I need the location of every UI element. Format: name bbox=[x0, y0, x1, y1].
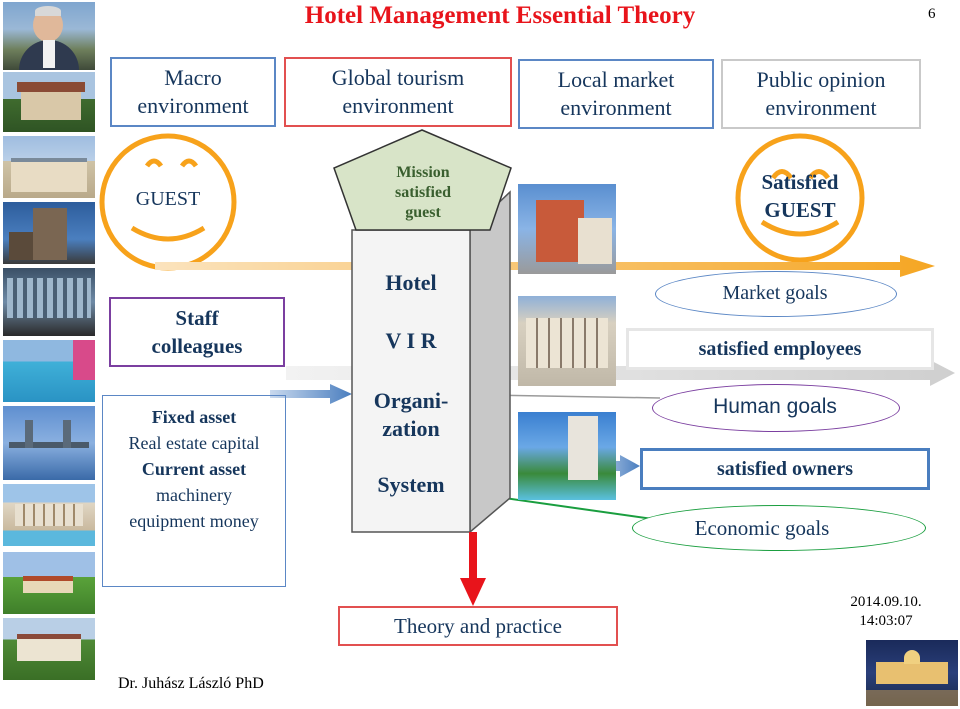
vir-label: V I R bbox=[385, 328, 437, 353]
organization-line-1: Organi- bbox=[373, 388, 449, 413]
economic-connector-line bbox=[489, 495, 661, 521]
staff-line-2: colleagues bbox=[151, 334, 243, 358]
theory-practice-label: Theory and practice bbox=[394, 613, 562, 638]
local-market-environment-box: Local market environment bbox=[518, 59, 714, 129]
timestamp-date: 2014.09.10. bbox=[850, 594, 922, 610]
timestamp: 2014.09.10. 14:03:07 bbox=[830, 592, 942, 632]
fixed-asset: Fixed asset bbox=[151, 407, 237, 427]
real-estate-capital: Real estate capital bbox=[128, 433, 260, 453]
author-label: Dr. Juhász László PhD bbox=[118, 675, 264, 692]
staff-line-1: Staff bbox=[175, 306, 219, 330]
photo-bridge bbox=[3, 406, 95, 480]
satisfied-employees-label: satisfied employees bbox=[698, 337, 862, 360]
asset-flow-arrow bbox=[270, 384, 352, 404]
satisfied-line-2: GUEST bbox=[764, 198, 836, 222]
system-label: System bbox=[377, 472, 445, 497]
page-number: 6 bbox=[928, 6, 936, 22]
satisfied-guest-text: Satisfied GUEST bbox=[740, 166, 860, 226]
guest-label: GUEST bbox=[135, 188, 201, 210]
assets-box: Fixed asset Real estate capital Current … bbox=[102, 395, 286, 587]
mission-line-1: Mission bbox=[396, 164, 450, 181]
photo-tower-hotel bbox=[3, 202, 95, 264]
photo-modern-building bbox=[3, 268, 95, 336]
connector-line bbox=[489, 394, 661, 399]
photo-manor bbox=[3, 618, 95, 680]
global-line-2: environment bbox=[342, 93, 454, 118]
macro-line-2: environment bbox=[137, 93, 249, 118]
current-asset: Current asset bbox=[141, 459, 247, 479]
mission-line-2: satisfied bbox=[395, 184, 451, 201]
market-goals-ellipse bbox=[655, 271, 897, 317]
global-line-1: Global tourism bbox=[331, 65, 465, 90]
organization-line-2: zation bbox=[382, 416, 440, 441]
portrait-photo bbox=[3, 2, 95, 70]
public-line-1: Public opinion bbox=[756, 67, 886, 92]
photo-parliament-night bbox=[866, 640, 958, 706]
equipment-money: equipment money bbox=[129, 511, 259, 531]
macro-line-1: Macro bbox=[164, 65, 222, 90]
organization-label: Organi- zation bbox=[352, 386, 470, 444]
economic-goals-label: Economic goals bbox=[694, 516, 830, 540]
satisfied-owners-label: satisfied owners bbox=[716, 457, 854, 480]
local-line-2: environment bbox=[560, 95, 672, 120]
theory-practice-box: Theory and practice bbox=[338, 606, 618, 646]
photo-villa bbox=[3, 72, 95, 132]
theory-practice-arrow bbox=[460, 532, 486, 606]
human-goals-label: Human goals bbox=[713, 395, 837, 418]
hotel-block bbox=[351, 190, 511, 534]
mission-text: Mission satisfied guest bbox=[356, 160, 490, 226]
machinery: machinery bbox=[156, 485, 232, 505]
satisfied-owners-box: satisfied owners bbox=[640, 448, 930, 490]
photo-corner-hotel bbox=[518, 184, 616, 274]
photo-street-hotel bbox=[518, 296, 616, 386]
public-line-2: environment bbox=[765, 95, 877, 120]
photo-countryside bbox=[3, 552, 95, 614]
public-opinion-environment-box: Public opinion environment bbox=[721, 59, 921, 129]
photo-lake-hotel bbox=[518, 412, 616, 500]
global-tourism-environment-box: Global tourism environment bbox=[284, 57, 512, 127]
photo-palace-hotel bbox=[3, 136, 95, 198]
economic-goals-ellipse bbox=[632, 505, 926, 551]
mission-line-3: guest bbox=[405, 204, 441, 221]
market-goals-label: Market goals bbox=[722, 282, 828, 304]
satisfied-employees-box: satisfied employees bbox=[626, 328, 934, 370]
local-line-1: Local market bbox=[557, 67, 675, 92]
macro-environment-box: Macro environment bbox=[110, 57, 276, 127]
mission-pentagon bbox=[333, 129, 512, 231]
hotel-label: Hotel bbox=[385, 270, 437, 295]
photo-pool bbox=[3, 340, 95, 402]
photo-resort bbox=[3, 484, 95, 546]
staff-box: Staff colleagues bbox=[109, 297, 285, 367]
satisfied-guest-smiley-icon bbox=[735, 133, 865, 263]
human-goals-ellipse bbox=[652, 384, 900, 432]
page-title: Hotel Management Essential Theory bbox=[304, 2, 696, 29]
satisfied-line-1: Satisfied bbox=[761, 170, 839, 194]
timestamp-time: 14:03:07 bbox=[859, 613, 913, 629]
